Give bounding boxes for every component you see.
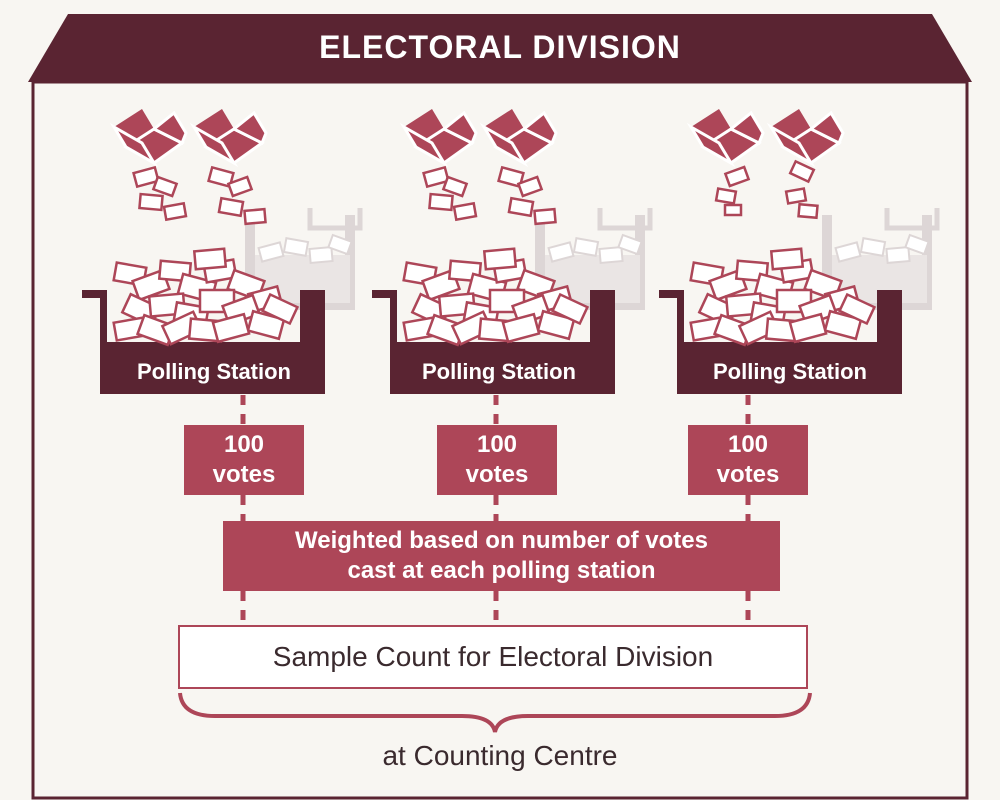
ballot-3-18 <box>837 292 877 326</box>
falling-ballot-3-1 <box>714 187 738 205</box>
division-roof-banner <box>28 14 972 82</box>
ballot-box-icon-1-a <box>109 109 188 168</box>
ballot-box-icon-3-a <box>686 109 765 168</box>
faded-ballot-2 <box>308 245 334 265</box>
faded-ballot-1 <box>859 237 887 257</box>
falling-ballot-1-0 <box>132 165 160 189</box>
counting-centre-label: at Counting Centre <box>382 740 618 771</box>
faded-ballot-1 <box>282 237 310 257</box>
ballot-3-17 <box>788 312 828 344</box>
falling-ballot-2-7 <box>533 207 557 226</box>
falling-ballot-1-6 <box>217 196 245 218</box>
weighting-box: Weighted based on number of votes cast a… <box>223 521 780 591</box>
falling-ballot-2-5 <box>516 175 544 198</box>
votes-box-1: 100 votes <box>184 425 304 495</box>
faded-ballot-2 <box>598 245 624 265</box>
falling-ballot-1-2 <box>138 192 164 212</box>
weighting-line-1: Weighted based on number of votes <box>295 527 708 554</box>
falling-ballot-2-6 <box>507 196 535 218</box>
votes-unit-2: votes <box>465 461 529 488</box>
faded-ballot-2 <box>885 245 911 265</box>
faded-ballot-3 <box>904 233 930 256</box>
votes-number-2: 100 <box>476 431 518 458</box>
ballot-box-icon-2-b <box>479 109 558 168</box>
station-label-2: Polling Station <box>422 359 576 384</box>
votes-box-3: 100 votes <box>688 425 808 495</box>
falling-ballot-3-0 <box>723 165 751 188</box>
ballot-1-18 <box>260 292 300 326</box>
ballot-box-icon-2-a <box>399 109 478 168</box>
small-faded-tray-icon <box>307 208 363 231</box>
ballot-2-19 <box>482 247 518 271</box>
votes-number-3: 100 <box>727 431 769 458</box>
ballot-2-17 <box>501 312 541 344</box>
station-label-3: Polling Station <box>713 359 867 384</box>
falling-ballot-1-7 <box>243 207 267 226</box>
ballot-1-12 <box>246 309 286 341</box>
ballot-tray-icon <box>372 290 615 394</box>
votes-number-1: 100 <box>223 431 265 458</box>
ballot-tray-icon <box>659 290 902 394</box>
falling-ballot-3-5 <box>797 202 819 220</box>
falling-ballot-3-3 <box>784 187 808 205</box>
small-faded-tray-icon <box>884 208 940 231</box>
ballot-2-12 <box>536 309 576 341</box>
connector-lines <box>240 395 751 625</box>
falling-ballot-1-5 <box>226 175 254 198</box>
ballot-1-17 <box>211 312 251 344</box>
falling-ballot-1-4 <box>207 165 235 189</box>
weighting-line-2: cast at each polling station <box>347 557 656 584</box>
falling-ballot-3-4 <box>723 203 743 217</box>
ballot-box-icon-3-b <box>766 109 845 168</box>
faded-ballot-0 <box>257 241 285 263</box>
faded-ballot-0 <box>834 241 862 263</box>
ballot-tray-icon <box>82 290 325 394</box>
polling-station-2 <box>372 109 653 394</box>
faded-ballot-0 <box>547 241 575 263</box>
polling-station-1 <box>82 109 363 394</box>
falling-ballot-2-0 <box>422 165 450 189</box>
falling-ballot-2-2 <box>428 192 454 212</box>
ballot-1-19 <box>192 247 228 271</box>
polling-station-3 <box>659 109 940 394</box>
votes-unit-1: votes <box>212 461 276 488</box>
polling-stations-layer <box>82 109 940 394</box>
ballot-3-12 <box>823 309 863 341</box>
sample-count-box: Sample Count for Electoral Division <box>178 625 808 689</box>
small-faded-tray-icon <box>597 208 653 231</box>
ballot-3-19 <box>769 247 805 271</box>
ballot-box-icon-1-b <box>189 109 268 168</box>
falling-ballot-2-1 <box>441 175 469 198</box>
faded-ballot-1 <box>572 237 600 257</box>
curly-brace <box>178 692 812 733</box>
falling-ballot-1-1 <box>151 175 179 198</box>
faded-ballot-3 <box>327 233 353 256</box>
faded-ballot-3 <box>617 233 643 256</box>
falling-ballot-3-2 <box>788 159 816 184</box>
votes-unit-3: votes <box>716 461 780 488</box>
votes-box-2: 100 votes <box>437 425 557 495</box>
falling-ballot-2-4 <box>497 165 525 189</box>
station-label-1: Polling Station <box>137 359 291 384</box>
falling-ballot-1-3 <box>162 201 188 222</box>
page-title: ELECTORAL DIVISION <box>319 29 681 65</box>
ballot-2-18 <box>550 292 590 326</box>
falling-ballot-2-3 <box>452 201 478 222</box>
